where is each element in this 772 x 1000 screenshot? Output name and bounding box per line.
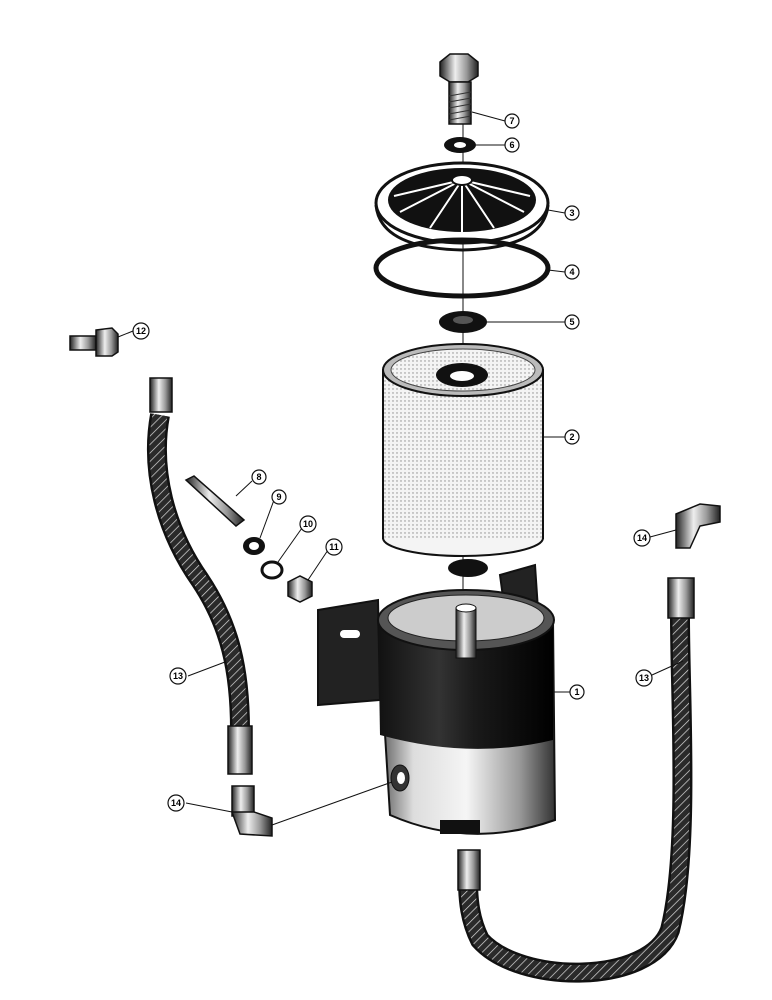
callout-1-label: 1 (574, 687, 579, 697)
callout-3: 3 (564, 205, 580, 221)
callout-8-label: 8 (256, 472, 261, 482)
part-8-stud[interactable] (184, 475, 246, 527)
part-7-bolt[interactable] (439, 53, 479, 125)
callout-5: 5 (564, 314, 580, 330)
part-11-nut[interactable] (287, 575, 313, 603)
part-10-washer[interactable] (260, 560, 284, 580)
callout-11-label: 11 (329, 542, 339, 552)
callout-13-left-label: 13 (173, 671, 183, 681)
callout-10-label: 10 (303, 519, 313, 529)
callout-14-right: 14 (633, 529, 651, 547)
callout-9: 9 (271, 489, 287, 505)
callout-2: 2 (564, 429, 580, 445)
callout-3-label: 3 (569, 208, 574, 218)
lower-seal[interactable] (448, 559, 488, 577)
callout-9-label: 9 (276, 492, 281, 502)
part-13-hose-left[interactable] (146, 377, 253, 775)
callout-6: 6 (504, 137, 520, 153)
callout-13-left: 13 (169, 667, 187, 685)
part-14-elbow-left[interactable] (230, 785, 273, 837)
part-9-lockwasher[interactable] (243, 537, 265, 555)
callout-13-right: 13 (635, 669, 653, 687)
callout-11: 11 (325, 538, 343, 556)
callout-14-left-label: 14 (171, 798, 181, 808)
callout-4: 4 (564, 264, 580, 280)
part-13-hose-right[interactable] (457, 577, 695, 983)
leader-lines (117, 111, 684, 826)
part-4-gasket-ring[interactable] (373, 237, 551, 299)
part-5-seal[interactable] (439, 311, 487, 333)
callout-12-label: 12 (136, 326, 146, 336)
callout-6-label: 6 (509, 140, 514, 150)
callout-8: 8 (251, 469, 267, 485)
part-2-filter-element[interactable] (382, 343, 544, 557)
callout-2-label: 2 (569, 432, 574, 442)
callout-1: 1 (569, 684, 585, 700)
part-12-fitting[interactable] (69, 327, 119, 357)
part-3-cover[interactable] (374, 161, 550, 252)
callout-5-label: 5 (569, 317, 574, 327)
part-1-filter-housing[interactable] (317, 563, 557, 835)
callout-7-label: 7 (509, 116, 514, 126)
callout-13-right-label: 13 (639, 673, 649, 683)
callout-7: 7 (504, 113, 520, 129)
callout-10: 10 (299, 515, 317, 533)
callout-4-label: 4 (569, 267, 574, 277)
callout-14-left: 14 (167, 794, 185, 812)
part-6-washer[interactable] (444, 137, 476, 153)
callout-14-right-label: 14 (637, 533, 647, 543)
callout-12: 12 (132, 322, 150, 340)
part-14-elbow-right[interactable] (675, 503, 721, 549)
